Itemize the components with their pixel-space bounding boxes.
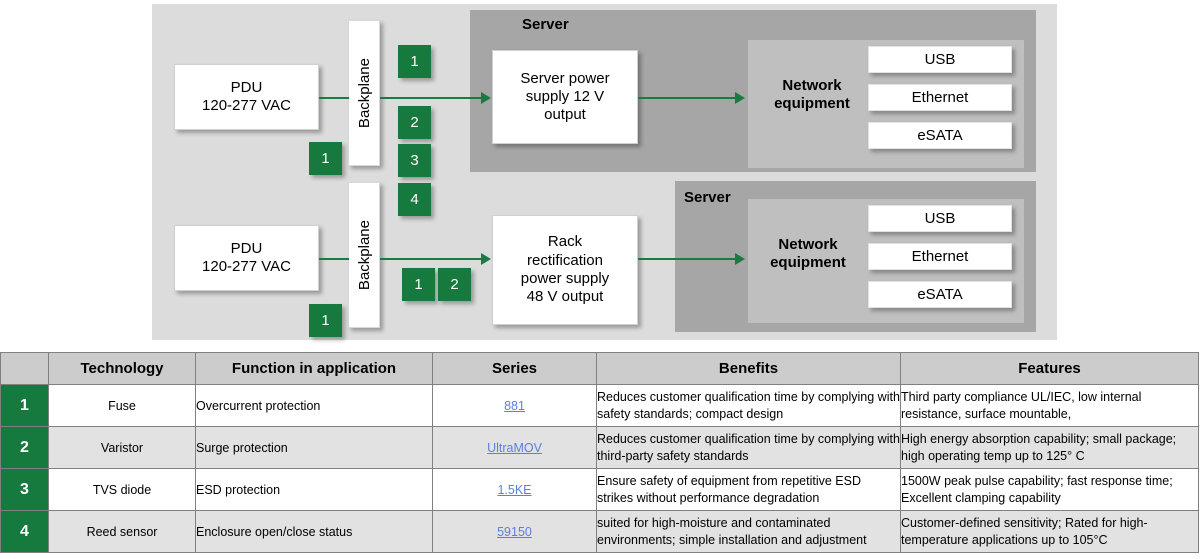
- series-link[interactable]: 59150: [497, 524, 532, 539]
- psu-line-1: Server power: [520, 69, 610, 87]
- connector-pdu-to-backplane-top: [319, 97, 349, 99]
- connector-pdu-to-backplane-bottom: [319, 258, 349, 260]
- badge-inline-2: 2: [438, 268, 471, 301]
- cell-benefits: Ensure safety of equipment from repetiti…: [596, 468, 901, 511]
- backplane-bottom: Backplane: [348, 182, 380, 328]
- pdu-box-bottom: PDU 120-277 VAC: [174, 225, 319, 291]
- table-row: 4 Reed sensor Enclosure open/close statu…: [0, 510, 1199, 553]
- header-technology: Technology: [48, 352, 196, 385]
- badge-stack-4: 4: [398, 183, 431, 216]
- arrowhead-network-bottom: [735, 253, 745, 265]
- arrowhead-rackpsu: [481, 253, 491, 265]
- badge-pdu-bottom: 1: [309, 304, 342, 337]
- cell-benefits: Reduces customer qualification time by c…: [596, 426, 901, 469]
- arrowhead-network-top: [735, 92, 745, 104]
- badge-stack-3: 3: [398, 144, 431, 177]
- port-esata-bottom: eSATA: [868, 281, 1012, 308]
- cell-function: ESD protection: [195, 468, 433, 511]
- port-ethernet-top: Ethernet: [868, 84, 1012, 111]
- cell-features: Third party compliance UL/IEC, low inter…: [900, 384, 1199, 427]
- cell-function: Surge protection: [195, 426, 433, 469]
- badge-stack-1: 1: [398, 45, 431, 78]
- series-link[interactable]: UltraMOV: [487, 440, 542, 455]
- cell-function: Overcurrent protection: [195, 384, 433, 427]
- pdu-label-top-line1: PDU: [230, 78, 263, 96]
- header-number: [0, 352, 49, 385]
- connector-psu-to-network-top: [638, 97, 738, 99]
- cell-series: 1.5KE: [432, 468, 597, 511]
- network-equipment-bottom-line1: Network: [778, 236, 838, 253]
- port-esata-top: eSATA: [868, 122, 1012, 149]
- series-link[interactable]: 881: [504, 398, 525, 413]
- rack-rectification-power-supply-box: Rack rectification power supply 48 V out…: [492, 215, 638, 325]
- server-power-supply-box: Server power supply 12 V output: [492, 50, 638, 144]
- header-features: Features: [900, 352, 1199, 385]
- port-ethernet-bottom: Ethernet: [868, 243, 1012, 270]
- rack-psu-line-2: rectification: [527, 251, 603, 269]
- server-title-bottom: Server: [684, 189, 731, 206]
- arrowhead-psu-top: [481, 92, 491, 104]
- backplane-label-top: Backplane: [355, 57, 373, 129]
- rack-psu-line-3: power supply: [520, 270, 610, 287]
- cell-benefits: suited for high-moisture and contaminate…: [596, 510, 901, 553]
- port-usb-top: USB: [868, 46, 1012, 73]
- component-spec-table: Technology Function in application Serie…: [0, 352, 1199, 553]
- table-header-row: Technology Function in application Serie…: [0, 352, 1199, 385]
- cell-technology: Varistor: [48, 426, 196, 469]
- cell-function: Enclosure open/close status: [195, 510, 433, 553]
- badge-inline-1: 1: [402, 268, 435, 301]
- cell-features: 1500W peak pulse capability; fast respon…: [900, 468, 1199, 511]
- header-benefits: Benefits: [596, 352, 901, 385]
- badge-pdu-top: 1: [309, 142, 342, 175]
- row-number-badge: 1: [0, 384, 49, 427]
- row-number-badge: 3: [0, 468, 49, 511]
- port-usb-bottom: USB: [868, 205, 1012, 232]
- architecture-diagram: Server Network equipment USB Ethernet eS…: [152, 4, 1057, 340]
- backplane-label-bottom: Backplane: [355, 219, 373, 291]
- network-equipment-line1: Network: [782, 77, 842, 94]
- badge-stack-2: 2: [398, 106, 431, 139]
- cell-features: High energy absorption capability; small…: [900, 426, 1199, 469]
- connector-rackpsu-to-network: [638, 258, 738, 260]
- rack-psu-line-4: 48 V output: [526, 288, 604, 306]
- psu-line-3: output: [544, 106, 586, 124]
- component-spec-table-wrapper: Technology Function in application Serie…: [0, 352, 1200, 553]
- cell-series: 881: [432, 384, 597, 427]
- cell-features: Customer-defined sensitivity; Rated for …: [900, 510, 1199, 553]
- cell-benefits: Reduces customer qualification time by c…: [596, 384, 901, 427]
- network-equipment-line2: equipment: [774, 95, 850, 112]
- table-row: 1 Fuse Overcurrent protection 881 Reduce…: [0, 384, 1199, 427]
- network-equipment-label-bottom: Network equipment: [758, 236, 858, 272]
- connector-backplane-to-rackpsu: [380, 258, 484, 260]
- pdu-label-bottom-line2: 120-277 VAC: [202, 258, 291, 275]
- cell-technology: TVS diode: [48, 468, 196, 511]
- server-title-top: Server: [522, 16, 569, 33]
- network-equipment-bottom-line2: equipment: [770, 254, 846, 271]
- pdu-label-bottom-line1: PDU: [230, 239, 263, 257]
- row-number-badge: 4: [0, 510, 49, 553]
- psu-line-2: supply 12 V: [525, 87, 605, 105]
- cell-series: 59150: [432, 510, 597, 553]
- cell-technology: Fuse: [48, 384, 196, 427]
- rack-psu-line-1: Rack: [547, 233, 583, 251]
- header-series: Series: [432, 352, 597, 385]
- cell-series: UltraMOV: [432, 426, 597, 469]
- cell-technology: Reed sensor: [48, 510, 196, 553]
- table-row: 3 TVS diode ESD protection 1.5KE Ensure …: [0, 468, 1199, 511]
- connector-backplane-to-psu-top: [380, 97, 484, 99]
- pdu-box-top: PDU 120-277 VAC: [174, 64, 319, 130]
- network-equipment-label-top: Network equipment: [762, 77, 862, 113]
- header-function: Function in application: [195, 352, 433, 385]
- backplane-top: Backplane: [348, 20, 380, 166]
- pdu-label-top-line2: 120-277 VAC: [202, 97, 291, 114]
- table-row: 2 Varistor Surge protection UltraMOV Red…: [0, 426, 1199, 469]
- row-number-badge: 2: [0, 426, 49, 469]
- series-link[interactable]: 1.5KE: [497, 482, 532, 497]
